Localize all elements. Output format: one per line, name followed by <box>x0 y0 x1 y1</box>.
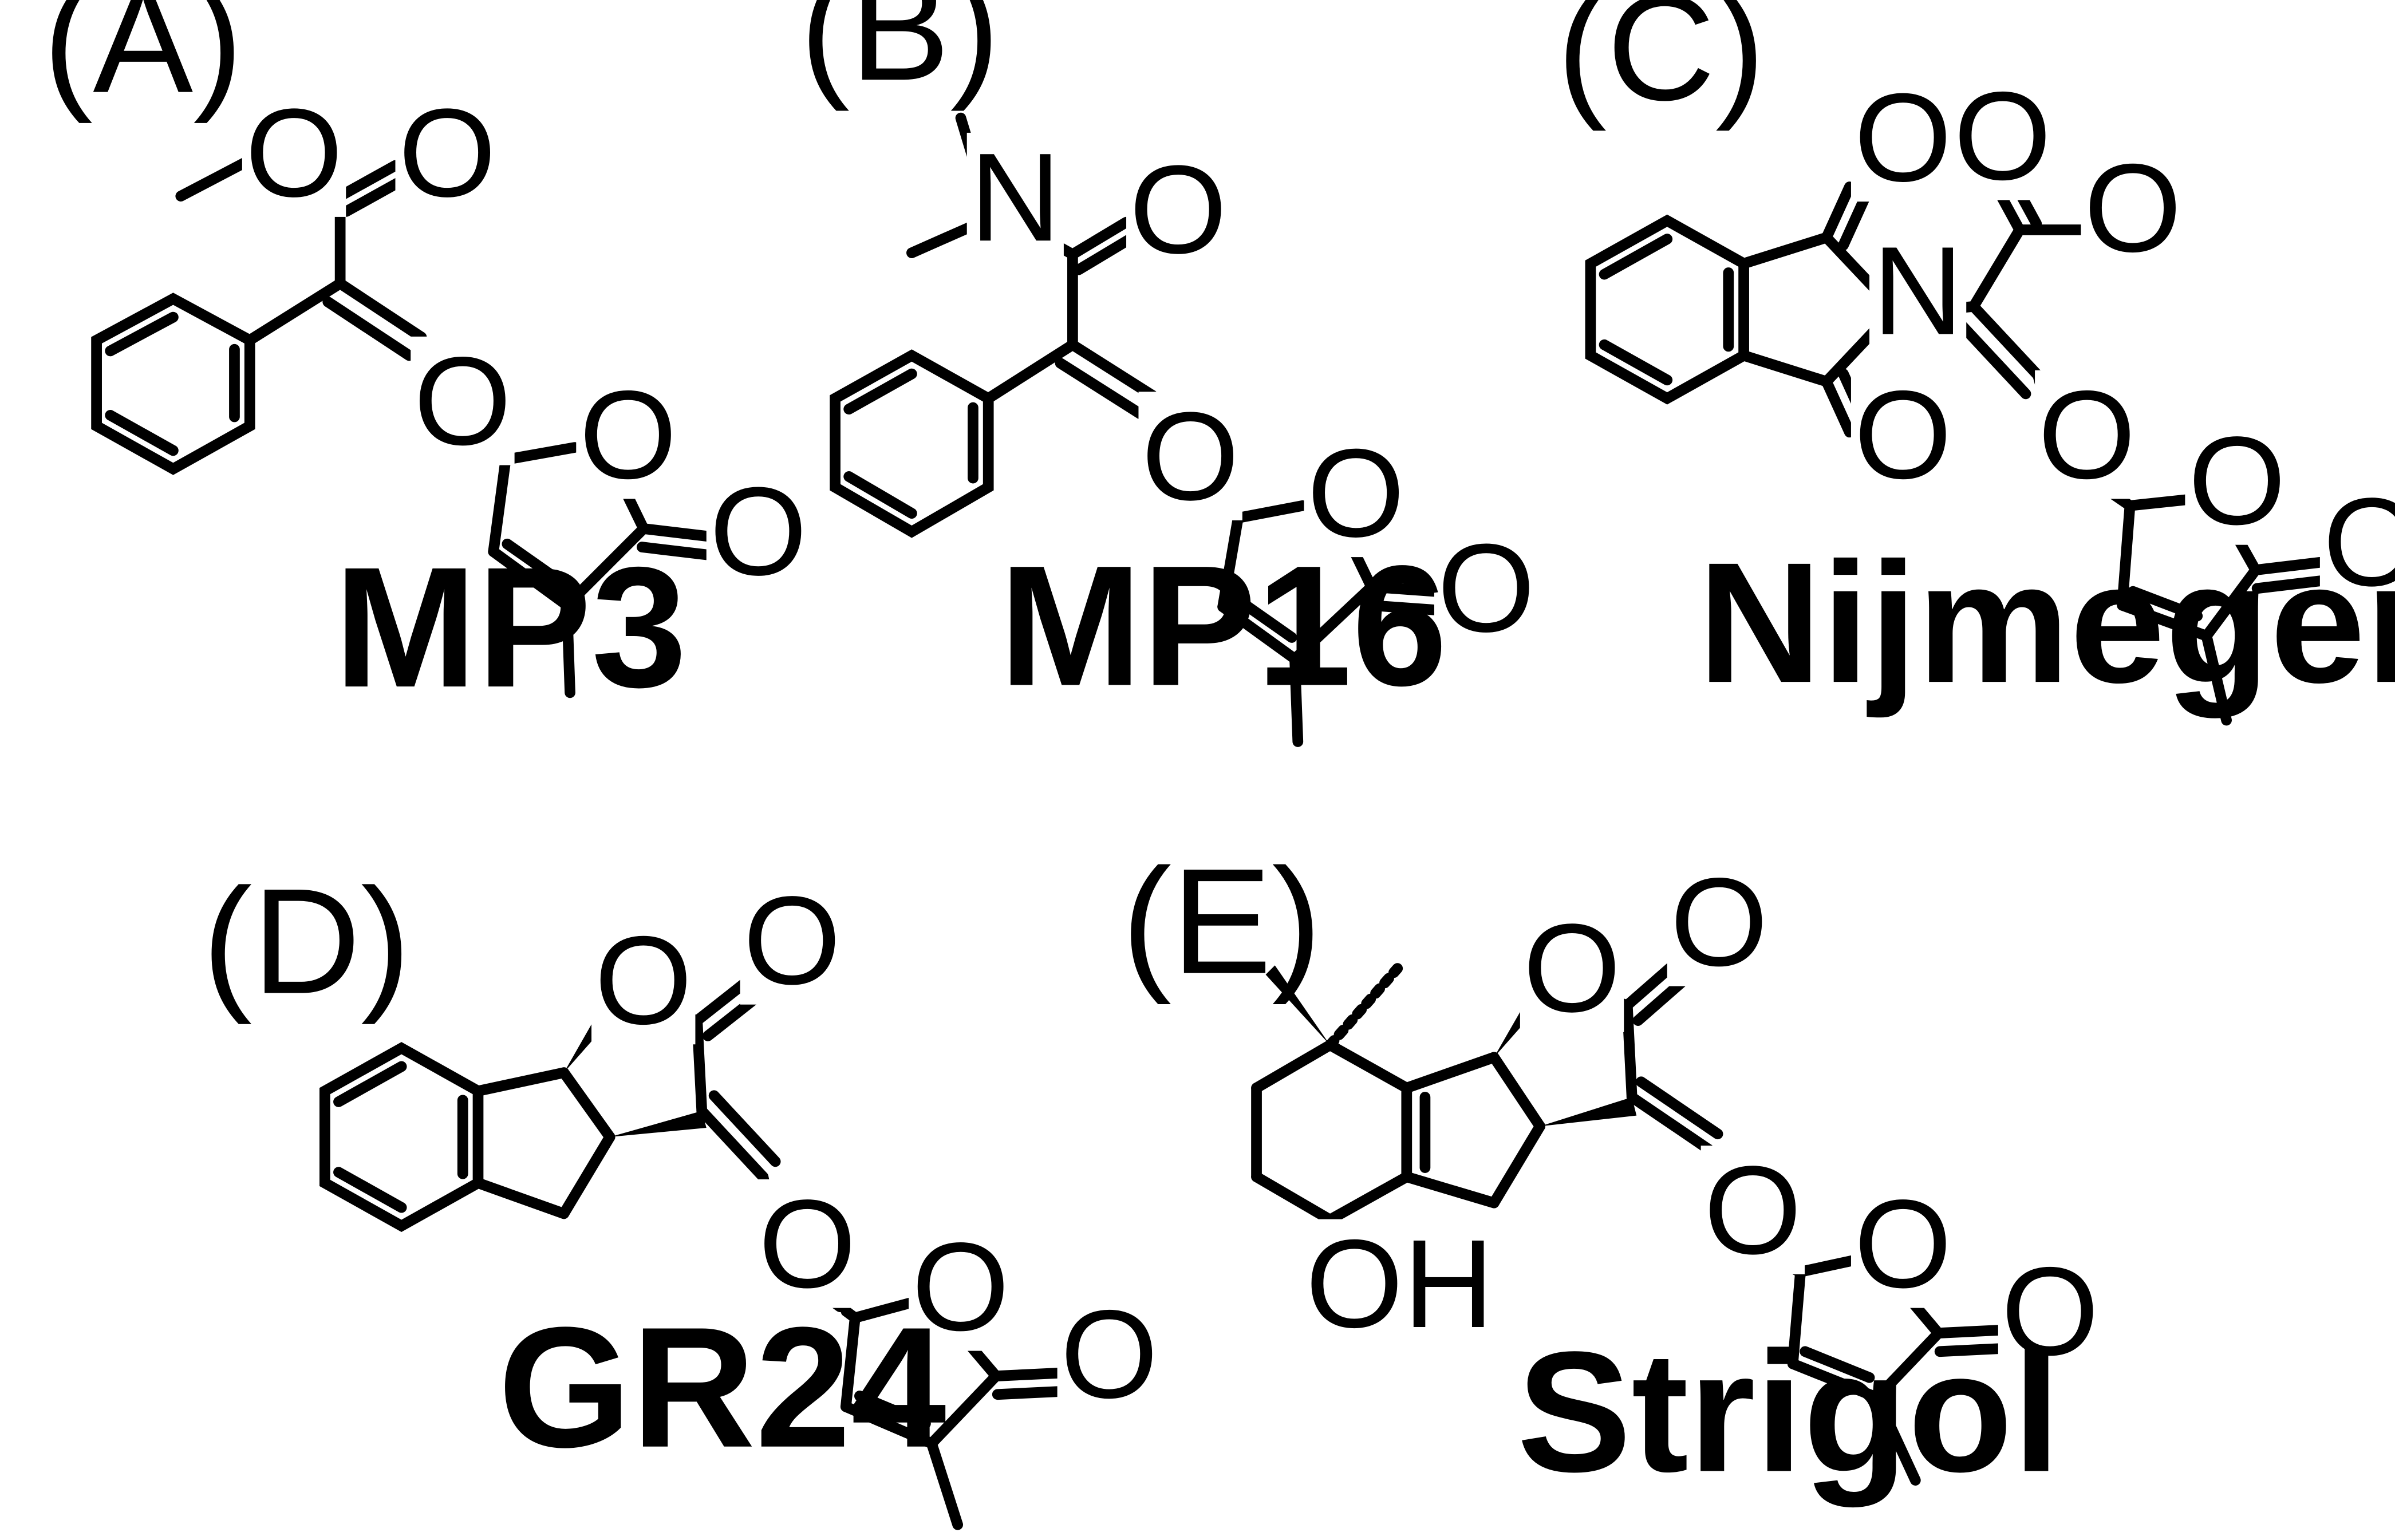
atom-label-backing <box>2035 370 2139 499</box>
atom-label-backing <box>1126 145 1230 274</box>
atom-label-backing <box>2319 477 2395 606</box>
compound-name-nijmegen-1: Nijmegen-1 <box>1698 527 2395 720</box>
atom-label-backing <box>966 132 1064 262</box>
atom-label-backing <box>2185 416 2289 545</box>
atom-o: O <box>1523 898 1621 1038</box>
atom-o: O <box>1854 1173 1952 1314</box>
atom-label-backing <box>1700 1146 1805 1274</box>
atom-label-backing <box>755 1179 859 1308</box>
atom-o: O <box>1142 386 1240 527</box>
atom-label-backing <box>395 88 499 217</box>
atom-o: O <box>2084 137 2182 278</box>
atom-label-backing <box>1057 1289 1162 1419</box>
atom-o: O <box>709 461 807 602</box>
atom-o: O <box>1854 67 1952 208</box>
atom-o: O <box>1437 518 1535 658</box>
compound-name-mp16: MP16 <box>999 530 1447 721</box>
atom-label-backing <box>909 1222 1013 1351</box>
atom-o: O <box>579 364 677 505</box>
atom-o: O <box>594 910 692 1051</box>
atom-o: O <box>2001 1241 2099 1381</box>
atom-label-backing <box>242 88 346 217</box>
atom-o: O <box>398 82 496 223</box>
compound-name-mp3: MP3 <box>334 531 686 723</box>
atom-label-backing <box>1850 73 1955 202</box>
molecule-strigol: (E) <box>1122 838 2102 1509</box>
atom-o: O <box>1129 139 1227 280</box>
panel-label-a: (A) <box>43 0 243 125</box>
atom-label-backing <box>1434 523 1538 653</box>
atom-label-backing <box>411 336 515 465</box>
atom-label-backing <box>2081 143 2185 273</box>
atom-n: N <box>970 127 1060 267</box>
compound-name-strigol: Strigol <box>1517 1316 2061 1509</box>
atom-o: O <box>1704 1139 1802 1280</box>
atom-label-backing <box>591 915 696 1045</box>
atom-label-backing <box>1138 392 1242 520</box>
atom-label-backing <box>1998 1246 2102 1376</box>
atom-label-backing <box>576 370 680 499</box>
atom-o: O <box>2038 364 2136 505</box>
atom-o: O <box>2323 471 2395 612</box>
compound-name-gr24: GR24 <box>498 1292 948 1483</box>
molecule-gr24: (D) O O O O O <box>202 857 1162 1530</box>
atom-o: O <box>1307 422 1405 563</box>
molecule-mp16: (B) N O O O O MP16 <box>800 0 1538 747</box>
atom-o: O <box>2188 410 2286 551</box>
atom-n: N <box>1872 220 1963 361</box>
atom-label-backing <box>1304 428 1408 558</box>
atom-label-backing <box>1869 226 1967 355</box>
atom-label-backing <box>1850 1179 1955 1308</box>
atom-label-backing <box>1302 1219 1497 1348</box>
atom-o: O <box>759 1173 857 1314</box>
atom-label-backing <box>1667 857 1771 986</box>
atom-oh: OH <box>1305 1213 1494 1354</box>
atom-label-backing <box>1520 903 1624 1032</box>
atom-label-backing <box>740 876 845 1005</box>
panel-label-b: (B) <box>800 0 1000 113</box>
atom-o: O <box>1670 851 1768 992</box>
atom-o: O <box>1854 364 1952 505</box>
atom-o: O <box>743 870 841 1010</box>
panel-label-c: (C) <box>1557 0 1765 132</box>
atom-o: O <box>414 330 512 471</box>
atom-o: O <box>1954 65 2051 206</box>
molecule-nijmegen-1: (C) <box>1557 0 2395 726</box>
atom-label-backing <box>1850 370 1955 499</box>
atom-o: O <box>245 82 343 223</box>
atom-label-backing <box>1950 71 2055 200</box>
panel-label-d: (D) <box>202 857 411 1025</box>
atom-o: O <box>1060 1284 1158 1424</box>
atom-label-backing <box>706 467 811 596</box>
molecule-mp3: (A) O O O O O MP3 <box>43 0 811 723</box>
atom-o: O <box>912 1216 1009 1357</box>
panel-label-e: (E) <box>1122 838 1322 1006</box>
